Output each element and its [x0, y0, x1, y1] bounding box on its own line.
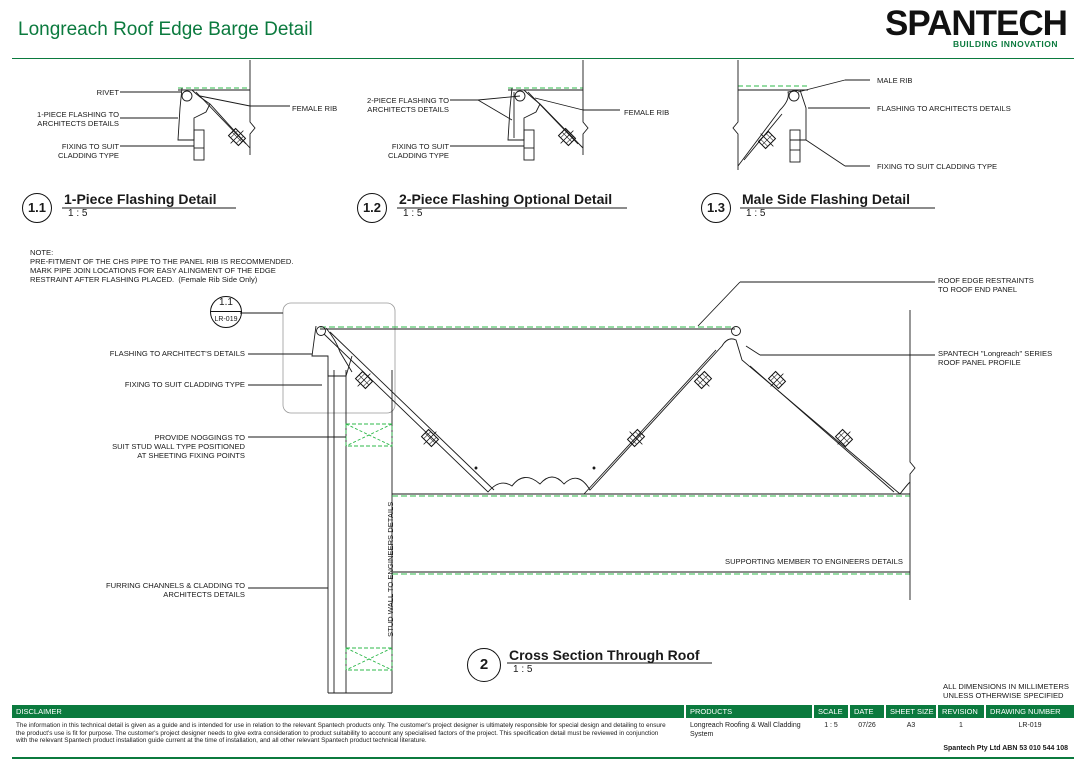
header-rule [12, 58, 1074, 59]
detail-title-1-3: Male Side Flashing Detail [742, 191, 911, 207]
disclaimer-text: The information in this technical detail… [16, 722, 666, 745]
header-scale: SCALE [814, 705, 848, 718]
label-section-flashing: FLASHING TO ARCHITECT'S DETAILS [109, 349, 245, 358]
label-rivet: RIVET [96, 88, 119, 97]
cross-section-drawing [240, 281, 935, 694]
label-fixing-1-3: FIXING TO SUIT CLADDING TYPE [877, 162, 998, 171]
detail-bubble-1-1: 1.1 [22, 193, 52, 223]
label-1piece-flashing: 1-PIECE FLASHING TO ARCHITECTS DETAILS [36, 110, 119, 128]
label-section-fixing: FIXING TO SUIT CLADDING TYPE [124, 380, 245, 389]
detail-title-1-1: 1-Piece Flashing Detail [64, 191, 217, 207]
header-revision: REVISION [938, 705, 984, 718]
label-2piece-flashing: 2-PIECE FLASHING TO ARCHITECTS DETAILS [366, 96, 449, 114]
section-scale: 1 : 5 [513, 664, 533, 675]
section-bubble: 2 [467, 648, 501, 682]
label-furring: FURRING CHANNELS & CLADDING TO ARCHITECT… [106, 581, 245, 599]
callout-bubble [210, 296, 242, 328]
revision-value: 1 [959, 722, 963, 729]
label-male-rib: MALE RIB [877, 76, 913, 85]
title-block: DISCLAIMER PRODUCTS SCALE DATE SHEET SIZ… [12, 705, 1074, 745]
detail-scale-1-2: 1 : 5 [403, 208, 423, 219]
label-restraints: ROOF EDGE RESTRAINTS TO ROOF END PANEL [938, 276, 1034, 294]
section-title: Cross Section Through Roof [509, 647, 700, 663]
date-value: 07/26 [858, 722, 876, 729]
label-fixing-1-1: FIXING TO SUIT CLADDING TYPE [57, 142, 119, 160]
products-value: Longreach Roofing & Wall Cladding System [690, 722, 801, 738]
page-title: Longreach Roof Edge Barge Detail [18, 19, 313, 40]
footer-rule [12, 757, 1074, 759]
logo-wordmark: SPANTECH [885, 4, 1068, 43]
label-female-rib-1-1: FEMALE RIB [292, 104, 338, 113]
label-female-rib-1-2: FEMALE RIB [624, 108, 670, 117]
label-noggings: PROVIDE NOGGINGS TO SUIT STUD WALL TYPE … [112, 433, 245, 460]
drawing-number-value: LR-019 [1018, 722, 1042, 729]
detail-1-3-drawing [732, 60, 870, 170]
label-fixing-1-2: FIXING TO SUIT CLADDING TYPE [387, 142, 449, 160]
label-panel-profile: SPANTECH "Longreach" SERIES ROOF PANEL P… [938, 349, 1053, 367]
header-drawing-number: DRAWING NUMBER [986, 705, 1074, 718]
header-sheet-size: SHEET SIZE [886, 705, 936, 718]
detail-scale-1-1: 1 : 5 [68, 208, 88, 219]
detail-title-1-2: 2-Piece Flashing Optional Detail [399, 191, 613, 207]
label-flashing-1-3: FLASHING TO ARCHITECTS DETAILS [877, 104, 1011, 113]
sheet-size-value: A3 [906, 722, 916, 729]
header-products: PRODUCTS [686, 705, 812, 718]
callout-divider [210, 311, 242, 312]
callout-ref: LR-019 [214, 316, 238, 323]
fitment-note: NOTE: PRE-FITMENT OF THE CHS PIPE TO THE… [30, 248, 294, 284]
detail-bubble-1-3: 1.3 [701, 193, 731, 223]
detail-bubble-1-2: 1.2 [357, 193, 387, 223]
logo-tagline: BUILDING INNOVATION [953, 39, 1059, 49]
label-stud-wall: STUD WALL TO ENGINEERS DETAILS [386, 501, 395, 637]
company-abn: Spantech Pty Ltd ABN 53 010 544 108 [943, 745, 1068, 752]
scale-value: 1 : 5 [824, 722, 838, 729]
detail-1-1-drawing [120, 60, 290, 161]
dimensions-note: ALL DIMENSIONS IN MILLIMETERS UNLESS OTH… [943, 682, 1069, 700]
spantech-logo: SPANTECH BUILDING INNOVATION [885, 4, 1075, 49]
header-disclaimer: DISCLAIMER [12, 705, 684, 718]
label-supporting-member: SUPPORTING MEMBER TO ENGINEERS DETAILS [725, 557, 903, 566]
detail-scale-1-3: 1 : 5 [746, 208, 766, 219]
detail-1-2-drawing [450, 60, 620, 161]
header-date: DATE [850, 705, 884, 718]
